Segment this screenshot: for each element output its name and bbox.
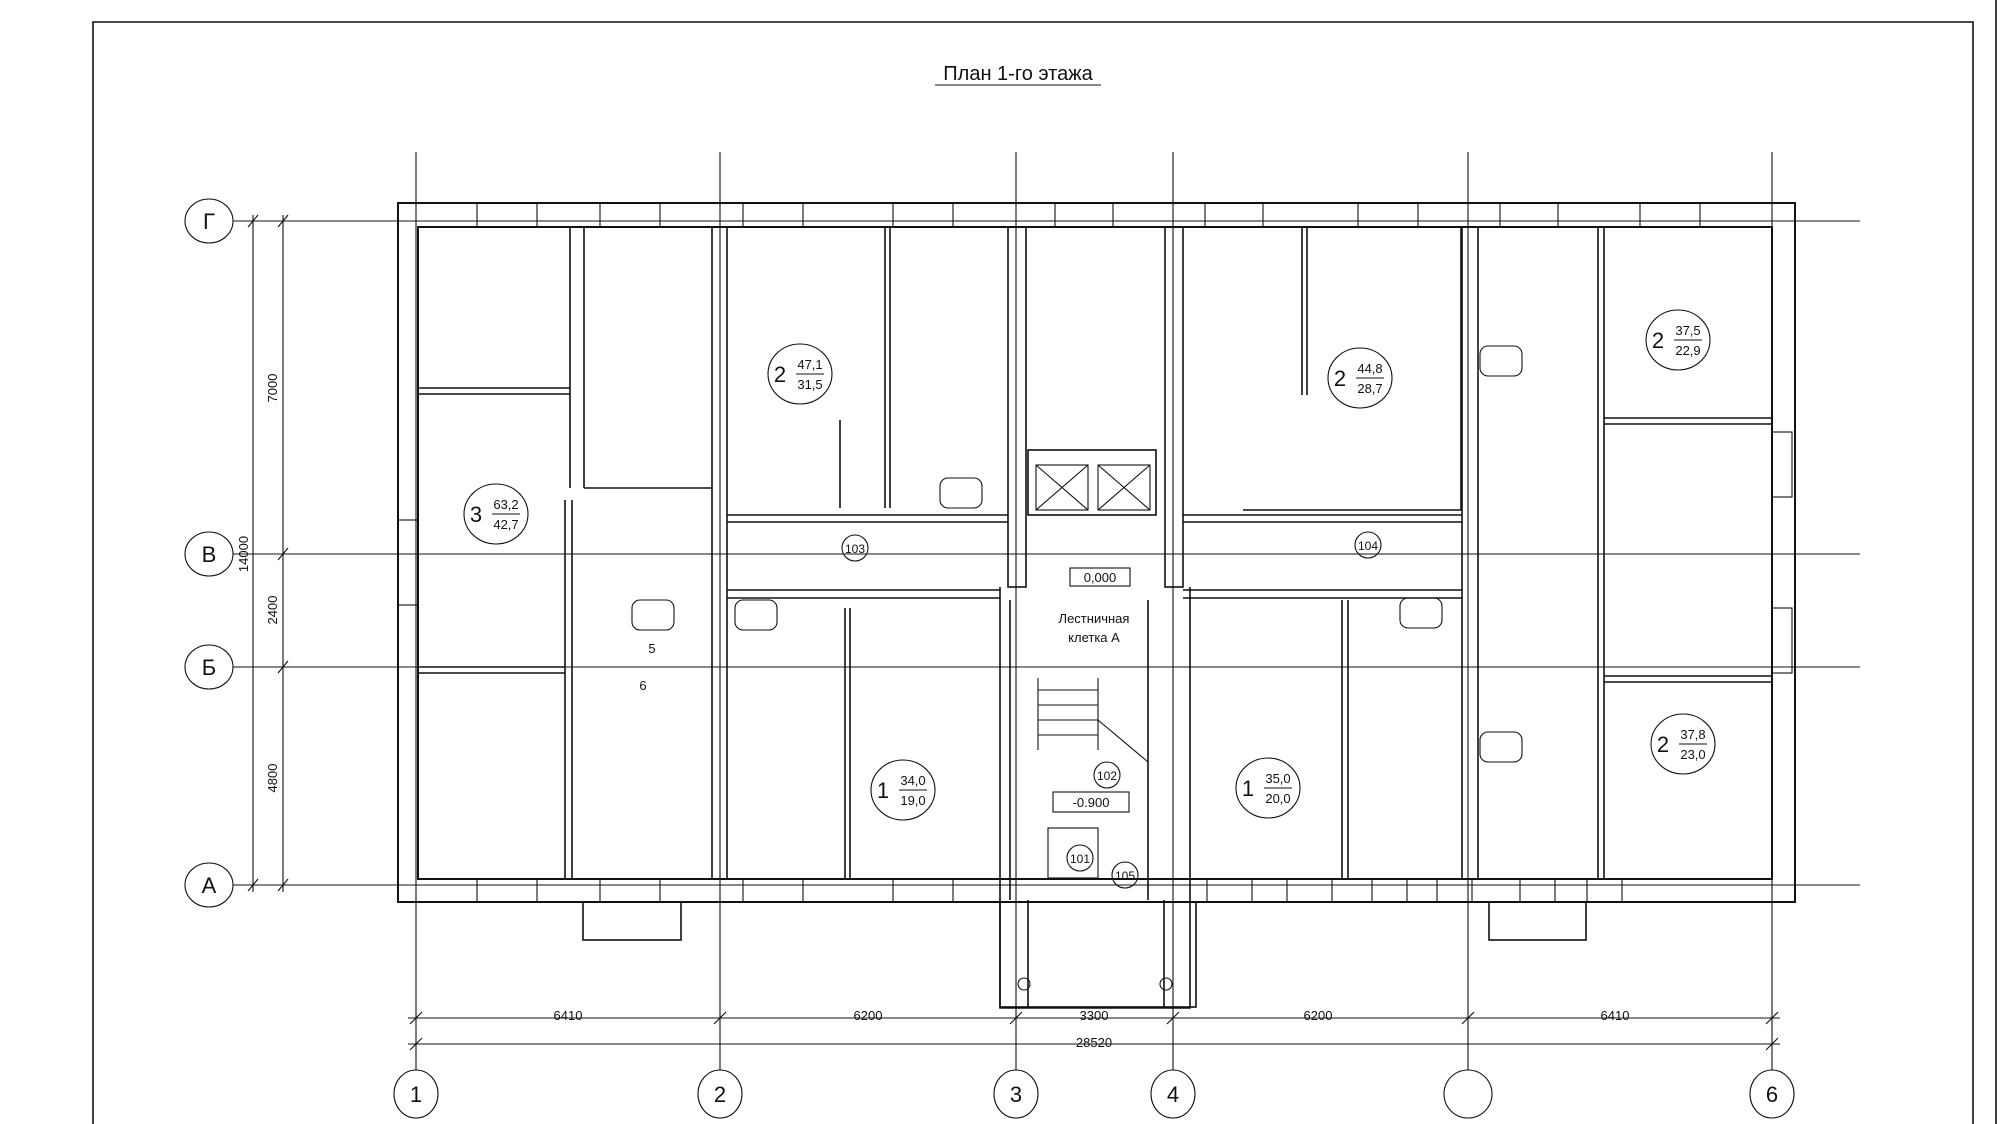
apartment-label-4: 2 37,5 22,9 [1645, 309, 1711, 371]
apartment-living-area: 31,5 [797, 377, 822, 392]
apartment-living-area: 28,7 [1357, 381, 1382, 396]
apartment-rooms: 2 [774, 362, 786, 387]
col-axis-6: 6 [1749, 1069, 1795, 1119]
dim-span-5: 6410 [1601, 1008, 1630, 1023]
dim-4800: 4800 [265, 764, 280, 793]
row-axis-label: В [202, 542, 217, 567]
dim-span-3: 3300 [1080, 1008, 1109, 1023]
apartment-rooms: 1 [1242, 776, 1254, 801]
room-number-text: 105 [1115, 869, 1135, 883]
row-axis-a: А [184, 862, 234, 908]
elevation-value: -0.900 [1073, 795, 1110, 810]
stair-label-line1: Лестничная [1059, 611, 1130, 626]
room-number-103: 103 [841, 534, 869, 562]
row-axis-g: Г [184, 198, 234, 244]
bathtubs [631, 345, 1523, 763]
col-axis-3: 3 [993, 1069, 1039, 1119]
apartment-total-area: 35,0 [1265, 771, 1290, 786]
left-dimensions: 7000 14000 2400 4800 [236, 214, 289, 892]
bottom-dimensions: 6410 6200 3300 6200 6410 28520 [408, 1008, 1780, 1051]
apartment-rooms: 2 [1657, 732, 1669, 757]
room-number-102: 102 [1093, 761, 1121, 789]
room-number-text: 101 [1070, 852, 1090, 866]
apartment-label-2: 2 47,1 31,5 [767, 343, 833, 405]
col-axis-label: 4 [1167, 1082, 1179, 1107]
dim-span-4: 6200 [1304, 1008, 1333, 1023]
stairs [1037, 678, 1149, 763]
windows [397, 202, 1793, 903]
apartment-rooms: 2 [1334, 366, 1346, 391]
apartment-living-area: 19,0 [900, 793, 925, 808]
stair-label-line2: клетка А [1068, 630, 1120, 645]
apartment-total-area: 44,8 [1357, 361, 1382, 376]
apartment-label-1: 3 63,2 42,7 [463, 483, 529, 545]
apartment-rooms: 3 [470, 502, 482, 527]
dim-2400: 2400 [265, 596, 280, 625]
room-number-5: 5 [648, 641, 655, 656]
apartment-living-area: 22,9 [1675, 343, 1700, 358]
apartment-living-area: 42,7 [493, 517, 518, 532]
sheet-frame [92, 21, 1974, 1124]
row-axis-label: Г [203, 209, 215, 234]
apartment-label-7: 2 37,8 23,0 [1650, 713, 1716, 775]
apartment-total-area: 34,0 [900, 773, 925, 788]
col-axis-2: 2 [697, 1069, 743, 1119]
dim-span-1: 6410 [554, 1008, 583, 1023]
elevation-value: 0,000 [1084, 570, 1117, 585]
room-number-6: 6 [639, 678, 646, 693]
col-axis-5 [1443, 1069, 1493, 1119]
col-axis-label: 6 [1766, 1082, 1778, 1107]
row-axis-label: А [202, 873, 217, 898]
apartment-living-area: 20,0 [1265, 791, 1290, 806]
apartment-total-area: 37,5 [1675, 323, 1700, 338]
col-axis-1: 1 [393, 1069, 439, 1119]
plan-title: План 1-го этажа [943, 63, 1093, 85]
dim-14000: 14000 [236, 536, 251, 572]
apartment-living-area: 23,0 [1680, 747, 1705, 762]
dim-span-2: 6200 [854, 1008, 883, 1023]
col-axis-4: 4 [1150, 1069, 1196, 1119]
row-axis-b: Б [184, 644, 234, 690]
room-number-104: 104 [1354, 531, 1382, 559]
elevation-mark-top: 0,000 [1069, 567, 1131, 587]
col-axis-label: 3 [1010, 1082, 1022, 1107]
elevation-mark-bottom: -0.900 [1052, 791, 1130, 813]
room-number-text: 104 [1358, 539, 1378, 553]
apartment-label-6: 1 35,0 20,0 [1235, 757, 1301, 819]
building-walls [397, 202, 1796, 1009]
col-axis-label: 2 [714, 1082, 726, 1107]
row-axis-v: В [184, 531, 234, 577]
room-number-text: 102 [1097, 769, 1117, 783]
room-number-101: 101 [1066, 844, 1094, 872]
apartment-total-area: 63,2 [493, 497, 518, 512]
apartment-total-area: 47,1 [797, 357, 822, 372]
apartment-total-area: 37,8 [1680, 727, 1705, 742]
room-number-105: 105 [1111, 861, 1139, 889]
grid-lines [233, 152, 1860, 1070]
row-axis-label: Б [202, 655, 216, 680]
apartment-label-5: 1 34,0 19,0 [870, 759, 936, 821]
dim-7000: 7000 [265, 374, 280, 403]
apartment-rooms: 2 [1652, 328, 1664, 353]
dim-total: 28520 [1076, 1035, 1112, 1050]
apartment-rooms: 1 [877, 778, 889, 803]
room-number-text: 103 [845, 542, 865, 556]
col-axis-label: 1 [410, 1082, 422, 1107]
apartment-label-3: 2 44,8 28,7 [1327, 347, 1393, 409]
